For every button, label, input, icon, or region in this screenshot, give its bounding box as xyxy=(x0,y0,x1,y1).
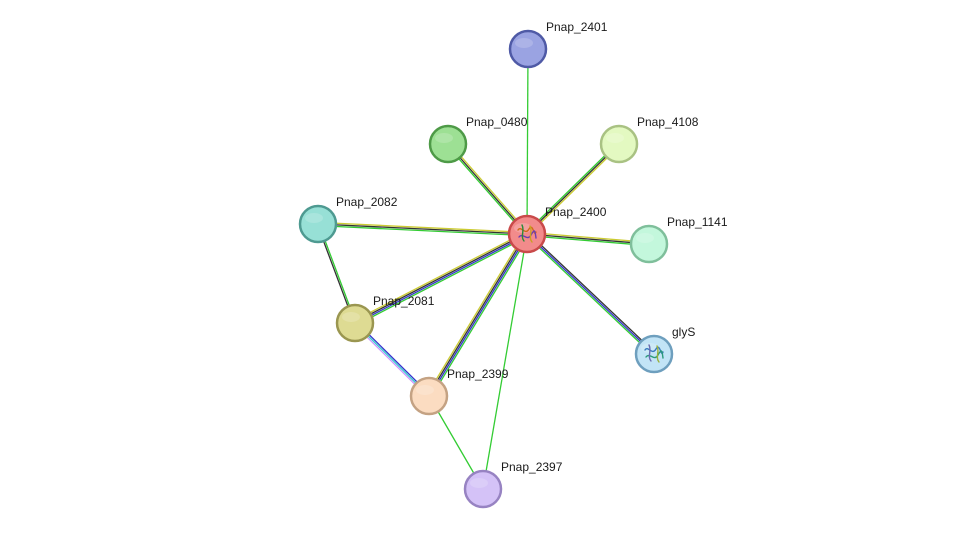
edge-evidence-line xyxy=(527,144,621,236)
edge-evidence-line xyxy=(318,221,528,234)
edge-pnap-2400-pnap-2397[interactable] xyxy=(482,233,528,490)
edge-pnap-2400-pnap-4108[interactable] xyxy=(525,142,621,236)
edge-evidence-line xyxy=(429,234,529,397)
node-gloss xyxy=(606,133,624,143)
edge-evidence-line xyxy=(525,234,654,356)
edge-evidence-line xyxy=(446,144,527,236)
node-gloss xyxy=(305,213,323,223)
structure-strand xyxy=(644,346,664,355)
node-circle[interactable] xyxy=(508,29,548,69)
edge-evidence-line xyxy=(317,224,527,237)
node-gloss xyxy=(435,133,453,143)
node-circle[interactable] xyxy=(629,224,669,264)
edge-evidence-line xyxy=(447,143,528,235)
node-pnap-2397[interactable]: Pnap_2397 xyxy=(463,460,563,509)
edge-evidence-line xyxy=(355,235,529,326)
structure-strand xyxy=(656,345,660,363)
node-label: Pnap_4108 xyxy=(637,115,699,129)
node-pnap-2399[interactable]: Pnap_2399 xyxy=(409,367,509,416)
edge-pnap-2400-pnap-2082[interactable] xyxy=(317,221,528,237)
edges-layer xyxy=(316,48,656,490)
node-label: Pnap_2400 xyxy=(545,205,607,219)
node-pnap-0480[interactable]: Pnap_0480 xyxy=(428,115,528,164)
structure-strand xyxy=(521,224,525,242)
edge-evidence-line xyxy=(527,232,656,354)
node-label: Pnap_2081 xyxy=(373,294,435,308)
node-pnap-2400[interactable]: Pnap_2400 xyxy=(507,205,607,254)
edge-evidence-line xyxy=(448,142,529,234)
protein-structure-icon xyxy=(517,224,537,243)
edge-evidence-line xyxy=(526,234,649,247)
edge-evidence-line xyxy=(354,232,527,323)
node-label: Pnap_2399 xyxy=(447,367,509,381)
node-circle[interactable] xyxy=(409,376,449,416)
node-circle[interactable] xyxy=(507,214,547,254)
edge-evidence-line xyxy=(526,48,529,235)
node-gloss xyxy=(416,385,434,395)
node-label: Pnap_2401 xyxy=(546,20,608,34)
node-circle[interactable] xyxy=(463,469,503,509)
node-gloss xyxy=(342,312,360,322)
node-pnap-1141[interactable]: Pnap_1141 xyxy=(629,215,728,264)
edge-evidence-line xyxy=(526,233,650,245)
node-label: Pnap_2397 xyxy=(501,460,563,474)
edge-pnap-2400-pnap-2081[interactable] xyxy=(353,231,529,326)
edge-evidence-line xyxy=(430,234,530,398)
edge-pnap-2400-pnap-0480[interactable] xyxy=(446,142,529,236)
node-circle[interactable] xyxy=(428,124,468,164)
edge-evidence-line xyxy=(355,234,528,325)
edge-evidence-line xyxy=(317,223,528,235)
protein-structure-icon xyxy=(644,344,664,363)
node-circle[interactable] xyxy=(634,334,674,374)
edge-pnap-2400-pnap-2401[interactable] xyxy=(526,48,529,235)
node-label: Pnap_2082 xyxy=(336,195,398,209)
node-pnap-2081[interactable]: Pnap_2081 xyxy=(335,294,435,343)
edge-evidence-line xyxy=(525,142,619,234)
node-circle[interactable] xyxy=(298,204,338,244)
node-pnap-4108[interactable]: Pnap_4108 xyxy=(599,115,699,164)
node-pnap-2401[interactable]: Pnap_2401 xyxy=(508,20,608,69)
edge-evidence-line xyxy=(427,233,527,396)
node-glys[interactable]: glyS xyxy=(634,325,695,374)
node-gloss xyxy=(515,38,533,48)
node-gloss xyxy=(470,478,488,488)
node-gloss xyxy=(636,233,654,243)
edge-evidence-line xyxy=(353,231,527,322)
node-pnap-2082[interactable]: Pnap_2082 xyxy=(298,195,398,244)
node-circle[interactable] xyxy=(335,303,375,343)
edge-pnap-2400-glys[interactable] xyxy=(525,232,656,356)
node-label: glyS xyxy=(672,325,695,339)
node-circle[interactable] xyxy=(599,124,639,164)
structure-strand xyxy=(529,225,533,243)
node-label: Pnap_1141 xyxy=(667,215,728,229)
edge-evidence-line xyxy=(482,233,528,490)
edge-pnap-2400-pnap-1141[interactable] xyxy=(526,231,650,247)
edge-pnap-2400-pnap-2399[interactable] xyxy=(426,232,530,398)
edge-evidence-line xyxy=(527,231,650,244)
structure-strand xyxy=(517,226,537,235)
node-label: Pnap_0480 xyxy=(466,115,528,129)
edge-evidence-line xyxy=(526,233,655,355)
structure-strand xyxy=(648,344,652,362)
edge-evidence-line xyxy=(526,143,620,235)
edge-evidence-line xyxy=(426,232,526,396)
